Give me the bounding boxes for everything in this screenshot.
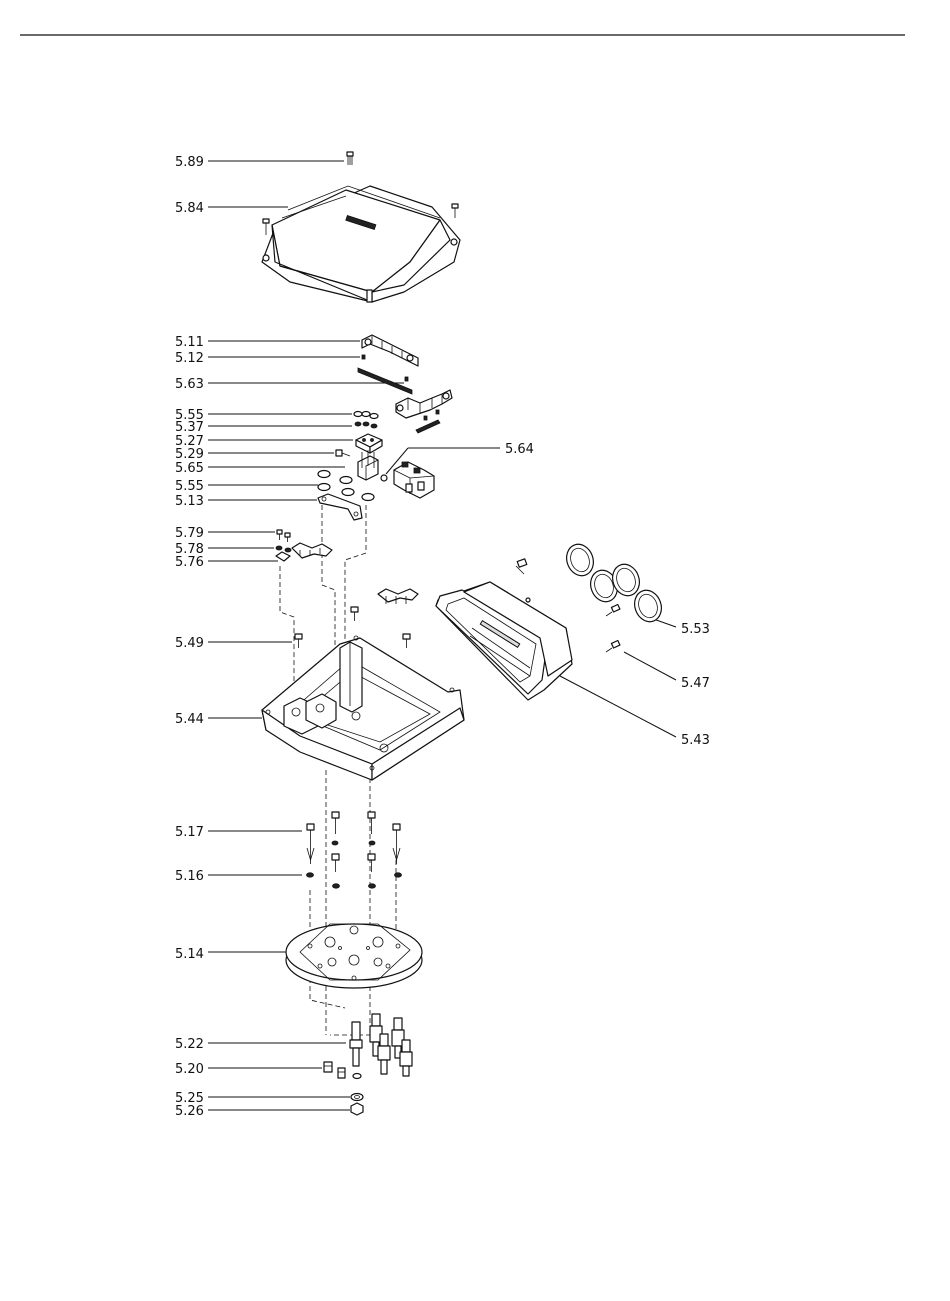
relay-5-64 bbox=[381, 462, 434, 498]
screw-5-89 bbox=[347, 152, 353, 165]
label-5-29: 5.29 bbox=[175, 447, 204, 462]
label-5-64: 5.64 bbox=[505, 442, 534, 457]
cover-5-84 bbox=[262, 186, 460, 302]
label-5-79: 5.79 bbox=[175, 526, 204, 541]
label-5-22: 5.22 bbox=[175, 1037, 204, 1052]
plate-5-14 bbox=[286, 924, 422, 988]
terminal-strip-5-11 bbox=[358, 335, 418, 394]
label-5-20: 5.20 bbox=[175, 1062, 204, 1077]
screw-frame-top bbox=[516, 559, 530, 602]
screw-5-29 bbox=[336, 450, 350, 456]
label-5-55-b: 5.55 bbox=[175, 479, 204, 494]
label-5-16: 5.16 bbox=[175, 869, 204, 884]
frame-5-43 bbox=[436, 582, 572, 700]
label-5-12: 5.12 bbox=[175, 351, 204, 366]
label-5-14: 5.14 bbox=[175, 947, 204, 962]
label-5-63: 5.63 bbox=[175, 377, 204, 392]
base-housing-5-44 bbox=[262, 636, 464, 780]
label-5-17: 5.17 bbox=[175, 825, 204, 840]
label-5-76: 5.76 bbox=[175, 555, 204, 570]
washers-5-16 bbox=[307, 873, 402, 888]
nuts-5-20 bbox=[324, 1062, 345, 1078]
fuses-5-22 bbox=[350, 1014, 412, 1076]
label-5-53: 5.53 bbox=[681, 622, 710, 637]
label-5-13: 5.13 bbox=[175, 494, 204, 509]
label-5-89: 5.89 bbox=[175, 155, 204, 170]
label-5-47: 5.47 bbox=[681, 676, 710, 691]
terminal-group-middle bbox=[378, 589, 418, 604]
washer-nut-5-25-5-26 bbox=[351, 1074, 363, 1116]
connector-5-65 bbox=[358, 450, 378, 480]
terminal-strip-right bbox=[396, 390, 452, 433]
screws-5-47 bbox=[606, 604, 620, 652]
part-labels: 5.89 5.84 5.11 5.12 5.63 5.55 5.37 5.27 … bbox=[175, 155, 710, 1119]
label-5-37: 5.37 bbox=[175, 420, 204, 435]
label-5-44: 5.44 bbox=[175, 712, 204, 727]
label-5-84: 5.84 bbox=[175, 201, 204, 216]
label-5-11: 5.11 bbox=[175, 335, 204, 350]
grommets-5-53 bbox=[562, 541, 665, 626]
bracket-5-13 bbox=[318, 494, 362, 520]
label-5-49: 5.49 bbox=[175, 636, 204, 651]
terminal-group-5-79 bbox=[276, 530, 332, 561]
label-5-26: 5.26 bbox=[175, 1104, 204, 1119]
label-5-65: 5.65 bbox=[175, 461, 204, 476]
bolts-5-17 bbox=[307, 812, 400, 872]
label-5-43: 5.43 bbox=[681, 733, 710, 748]
terminal-5-27 bbox=[356, 434, 382, 453]
washers-5-55-5-37 bbox=[354, 412, 378, 429]
leader-lines bbox=[208, 161, 676, 1110]
